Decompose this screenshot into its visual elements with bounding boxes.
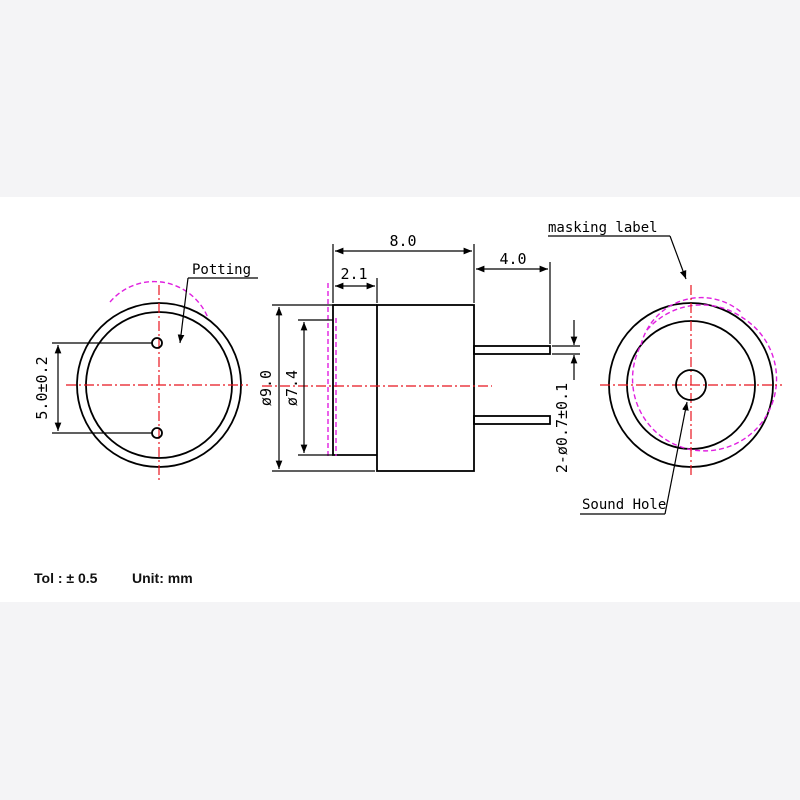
side-view: 8.0 2.1 4.0 ø9.0 ø7.4 2-ø0.7±0.1 — [257, 232, 580, 473]
pin-top — [473, 345, 551, 355]
drawing-sheet — [0, 197, 800, 602]
potting-outline — [109, 280, 209, 319]
potting-depth-dimension: 2.1 — [340, 265, 367, 283]
tolerance-note: Tol : ± 0.5 — [34, 570, 98, 586]
sound-hole — [675, 369, 707, 401]
pin-hole-top — [151, 337, 163, 349]
pin-bottom — [473, 415, 551, 425]
masking-label-text: masking label — [548, 220, 658, 236]
body-outline — [376, 304, 475, 472]
potting-label: Potting — [192, 262, 251, 278]
pin-hole-bottom — [151, 427, 163, 439]
left-view: 5.0±0.2 Potting — [33, 262, 258, 480]
potting-step-outline — [332, 304, 377, 456]
pin-diameter-dimension: 2-ø0.7±0.1 — [553, 383, 571, 473]
pin-pitch-dimension: 5.0±0.2 — [33, 356, 51, 419]
body-length-dimension: 8.0 — [389, 232, 416, 250]
inner-diameter-dimension: ø7.4 — [283, 370, 301, 406]
outer-diameter-dimension: ø9.0 — [257, 370, 275, 406]
masking-leader — [669, 235, 687, 280]
masking-label-ring — [631, 304, 778, 452]
unit-note: Unit: mm — [132, 570, 193, 586]
sound-hole-leader — [664, 401, 689, 515]
sound-hole-label: Sound Hole — [582, 497, 666, 513]
right-view: masking label Sound Hole — [548, 220, 782, 515]
potting-leader — [177, 277, 189, 344]
pin-length-dimension: 4.0 — [499, 250, 526, 268]
